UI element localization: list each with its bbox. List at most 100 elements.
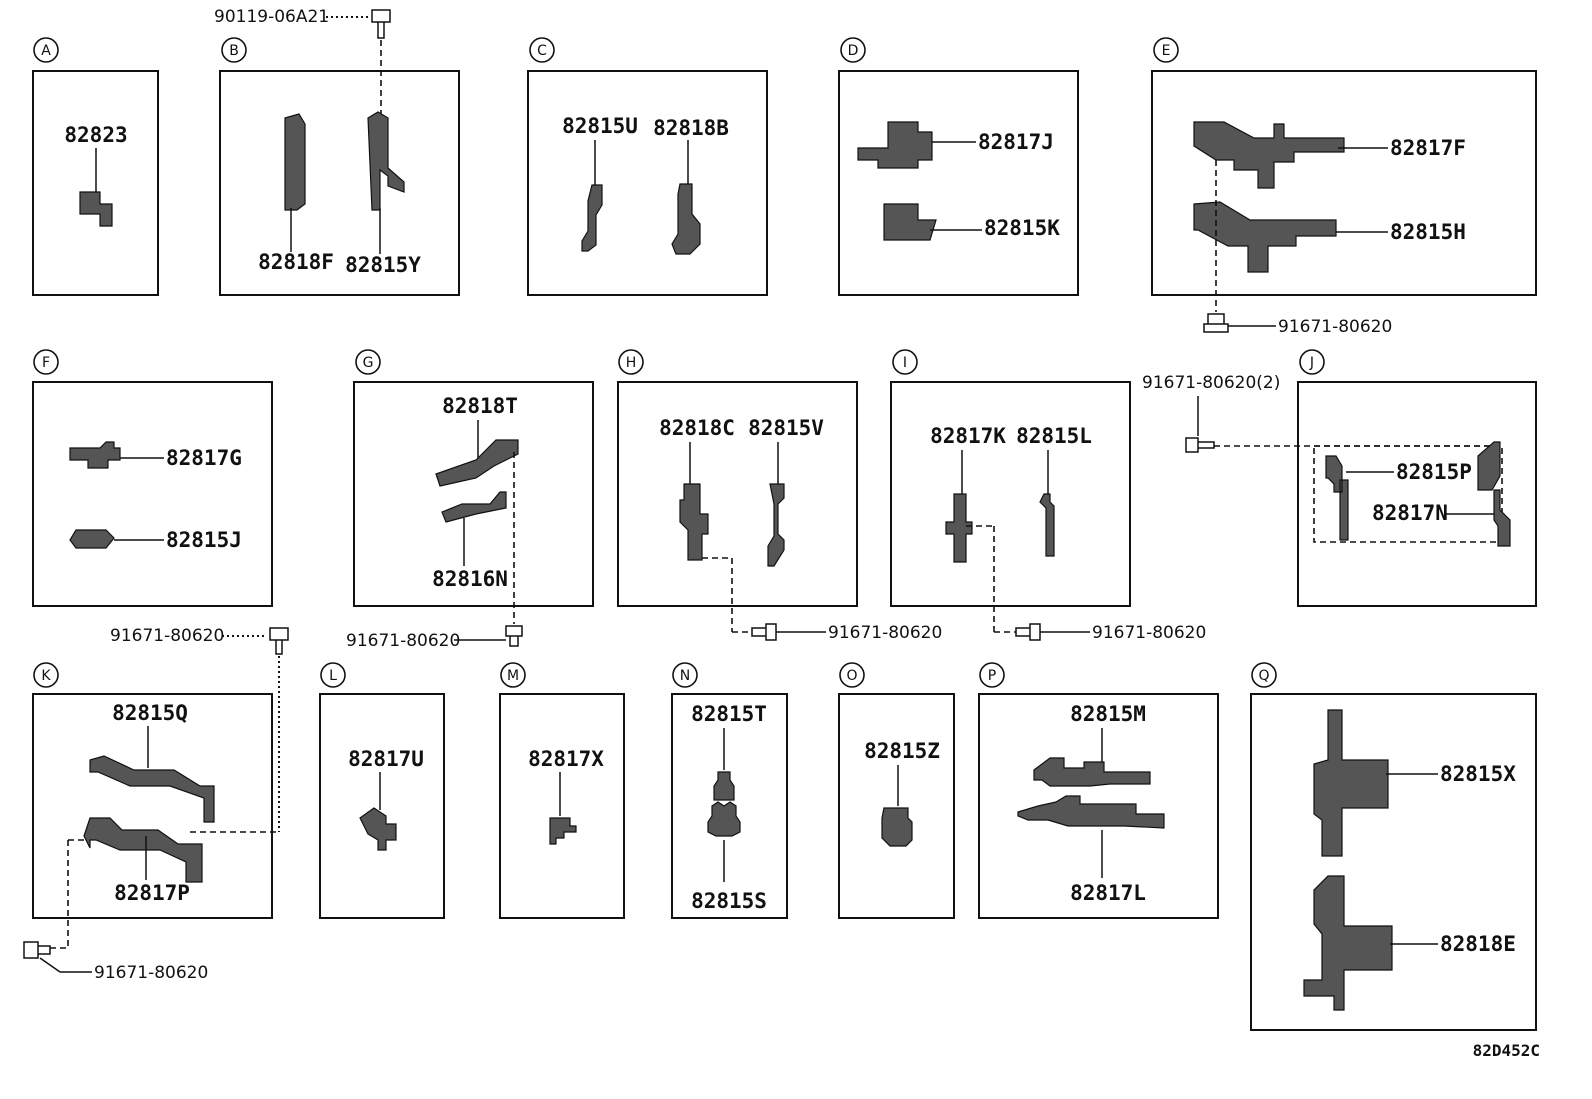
part-shape-82815M — [1033, 757, 1151, 787]
section-a-marker — [33, 37, 59, 63]
fastener-label-90119-06a21: 90119-06A21 — [214, 7, 329, 27]
part-label-82815J: 82815J — [166, 528, 242, 552]
section-i: I 82817K 82815L 91671-80620 — [890, 349, 1206, 643]
part-label-82817N: 82817N — [1372, 501, 1448, 525]
section-b-frame — [219, 70, 460, 296]
part-label-82817L: 82817L — [1070, 881, 1146, 905]
section-k: K 91671-80620 82815Q 82817P 91671-80620 — [23, 626, 289, 983]
section-m-frame — [499, 693, 625, 919]
part-label-82815Z: 82815Z — [864, 739, 940, 763]
section-g-letter: G — [363, 355, 374, 371]
part-label-82815K: 82815K — [984, 216, 1060, 240]
section-l: L 82817U — [319, 662, 445, 919]
bolt-icon — [1015, 623, 1041, 641]
section-f-frame — [32, 381, 273, 607]
section-d: D 82817J 82815K — [838, 37, 1079, 296]
part-shape-82815T — [713, 771, 735, 801]
part-shape-82816N — [441, 491, 507, 523]
part-shape-82815Q — [89, 755, 215, 823]
section-m: M 82817X — [499, 662, 625, 919]
part-label-82815V: 82815V — [748, 416, 824, 440]
section-k-frame — [32, 693, 273, 919]
part-label-82815U: 82815U — [562, 114, 638, 138]
section-i-frame — [890, 381, 1131, 607]
section-c-frame — [527, 70, 768, 296]
section-l-frame — [319, 693, 445, 919]
bolt-icon — [1185, 437, 1215, 453]
section-p: P 82815M 82817L — [978, 662, 1219, 919]
part-shape-82818C — [679, 483, 709, 561]
section-n-letter: N — [680, 668, 690, 684]
part-shape-82818E — [1303, 875, 1393, 1011]
section-j-frame — [1297, 381, 1537, 607]
section-a-frame — [32, 70, 159, 296]
part-label-82815L: 82815L — [1016, 424, 1092, 448]
part-shape-82815L — [1039, 493, 1055, 557]
bolt-icon — [1203, 313, 1229, 333]
part-label-82817X: 82817X — [528, 747, 604, 771]
part-label-82816N: 82816N — [432, 567, 508, 591]
section-c: C 82815U 82818B — [527, 37, 768, 296]
section-e-letter: E — [1162, 43, 1171, 59]
section-j: J 91671-80620(2) 82815P 82817N — [1142, 349, 1537, 607]
part-label-82815P: 82815P — [1396, 460, 1472, 484]
diagram-code: 82D452C — [1473, 1041, 1540, 1060]
part-label-82818F: 82818F — [258, 250, 334, 274]
part-shape-82817N — [1477, 441, 1511, 547]
part-shape-82815X — [1313, 709, 1389, 857]
section-d-letter: D — [848, 43, 859, 59]
part-shape-82815Z — [881, 807, 913, 847]
section-e: E 82817F 82815H 91671-80620 — [1151, 37, 1537, 337]
part-label-82823: 82823 — [64, 123, 127, 147]
part-shape-82818F — [284, 113, 306, 211]
part-shape-82817P — [83, 817, 203, 883]
section-o-frame — [838, 693, 955, 919]
section-b: B 90119-06A21 82818F 82815Y — [214, 7, 460, 296]
part-shape-82818B — [671, 183, 701, 255]
part-shape-82815H — [1193, 201, 1337, 273]
part-label-82815T: 82815T — [691, 702, 767, 726]
part-label-82817U: 82817U — [348, 747, 424, 771]
section-n-frame — [671, 693, 788, 919]
section-j-letter: J — [1309, 355, 1314, 371]
section-h-frame — [617, 381, 858, 607]
section-f-letter: F — [42, 355, 50, 371]
section-b-letter: B — [229, 43, 239, 59]
section-c-letter: C — [537, 43, 547, 59]
section-g-frame — [353, 381, 594, 607]
section-d-frame — [838, 70, 1079, 296]
section-m-letter: M — [507, 668, 519, 684]
part-label-82815Y: 82815Y — [345, 253, 421, 277]
fastener-label-g: 91671-80620 — [346, 631, 460, 651]
fastener-label-e: 91671-80620 — [1278, 317, 1392, 337]
bolt-icon — [23, 941, 51, 959]
part-label-82818T: 82818T — [442, 394, 518, 418]
section-q-frame — [1250, 693, 1537, 1031]
section-l-letter: L — [329, 668, 337, 684]
part-shape-82817U — [359, 807, 397, 851]
section-k-letter: K — [41, 668, 51, 684]
screw-icon — [371, 9, 391, 39]
fastener-label-k-top: 91671-80620 — [110, 626, 224, 646]
section-p-frame — [978, 693, 1219, 919]
part-label-82818E: 82818E — [1440, 932, 1516, 956]
section-h-letter: H — [626, 355, 637, 371]
part-label-82818C: 82818C — [659, 416, 735, 440]
bolt-icon — [269, 627, 289, 655]
part-shape-82817G — [69, 441, 121, 469]
section-g: G 82818T 82816N 91671-80620 — [346, 349, 594, 651]
section-e-frame — [1151, 70, 1537, 296]
part-shape-82817J — [857, 121, 933, 169]
part-shape-82817X — [549, 817, 577, 845]
fastener-label-j: 91671-80620(2) — [1142, 373, 1280, 393]
section-p-letter: P — [988, 668, 996, 684]
part-shape-82815Y — [367, 111, 405, 211]
bolt-icon — [751, 623, 777, 641]
part-shape-82815U — [581, 184, 603, 252]
fastener-label-h: 91671-80620 — [828, 623, 942, 643]
part-shape-82823 — [79, 191, 113, 227]
section-o-letter: O — [846, 668, 857, 684]
part-label-82815Q: 82815Q — [112, 701, 188, 725]
section-n: N 82815T 82815S — [671, 662, 788, 919]
